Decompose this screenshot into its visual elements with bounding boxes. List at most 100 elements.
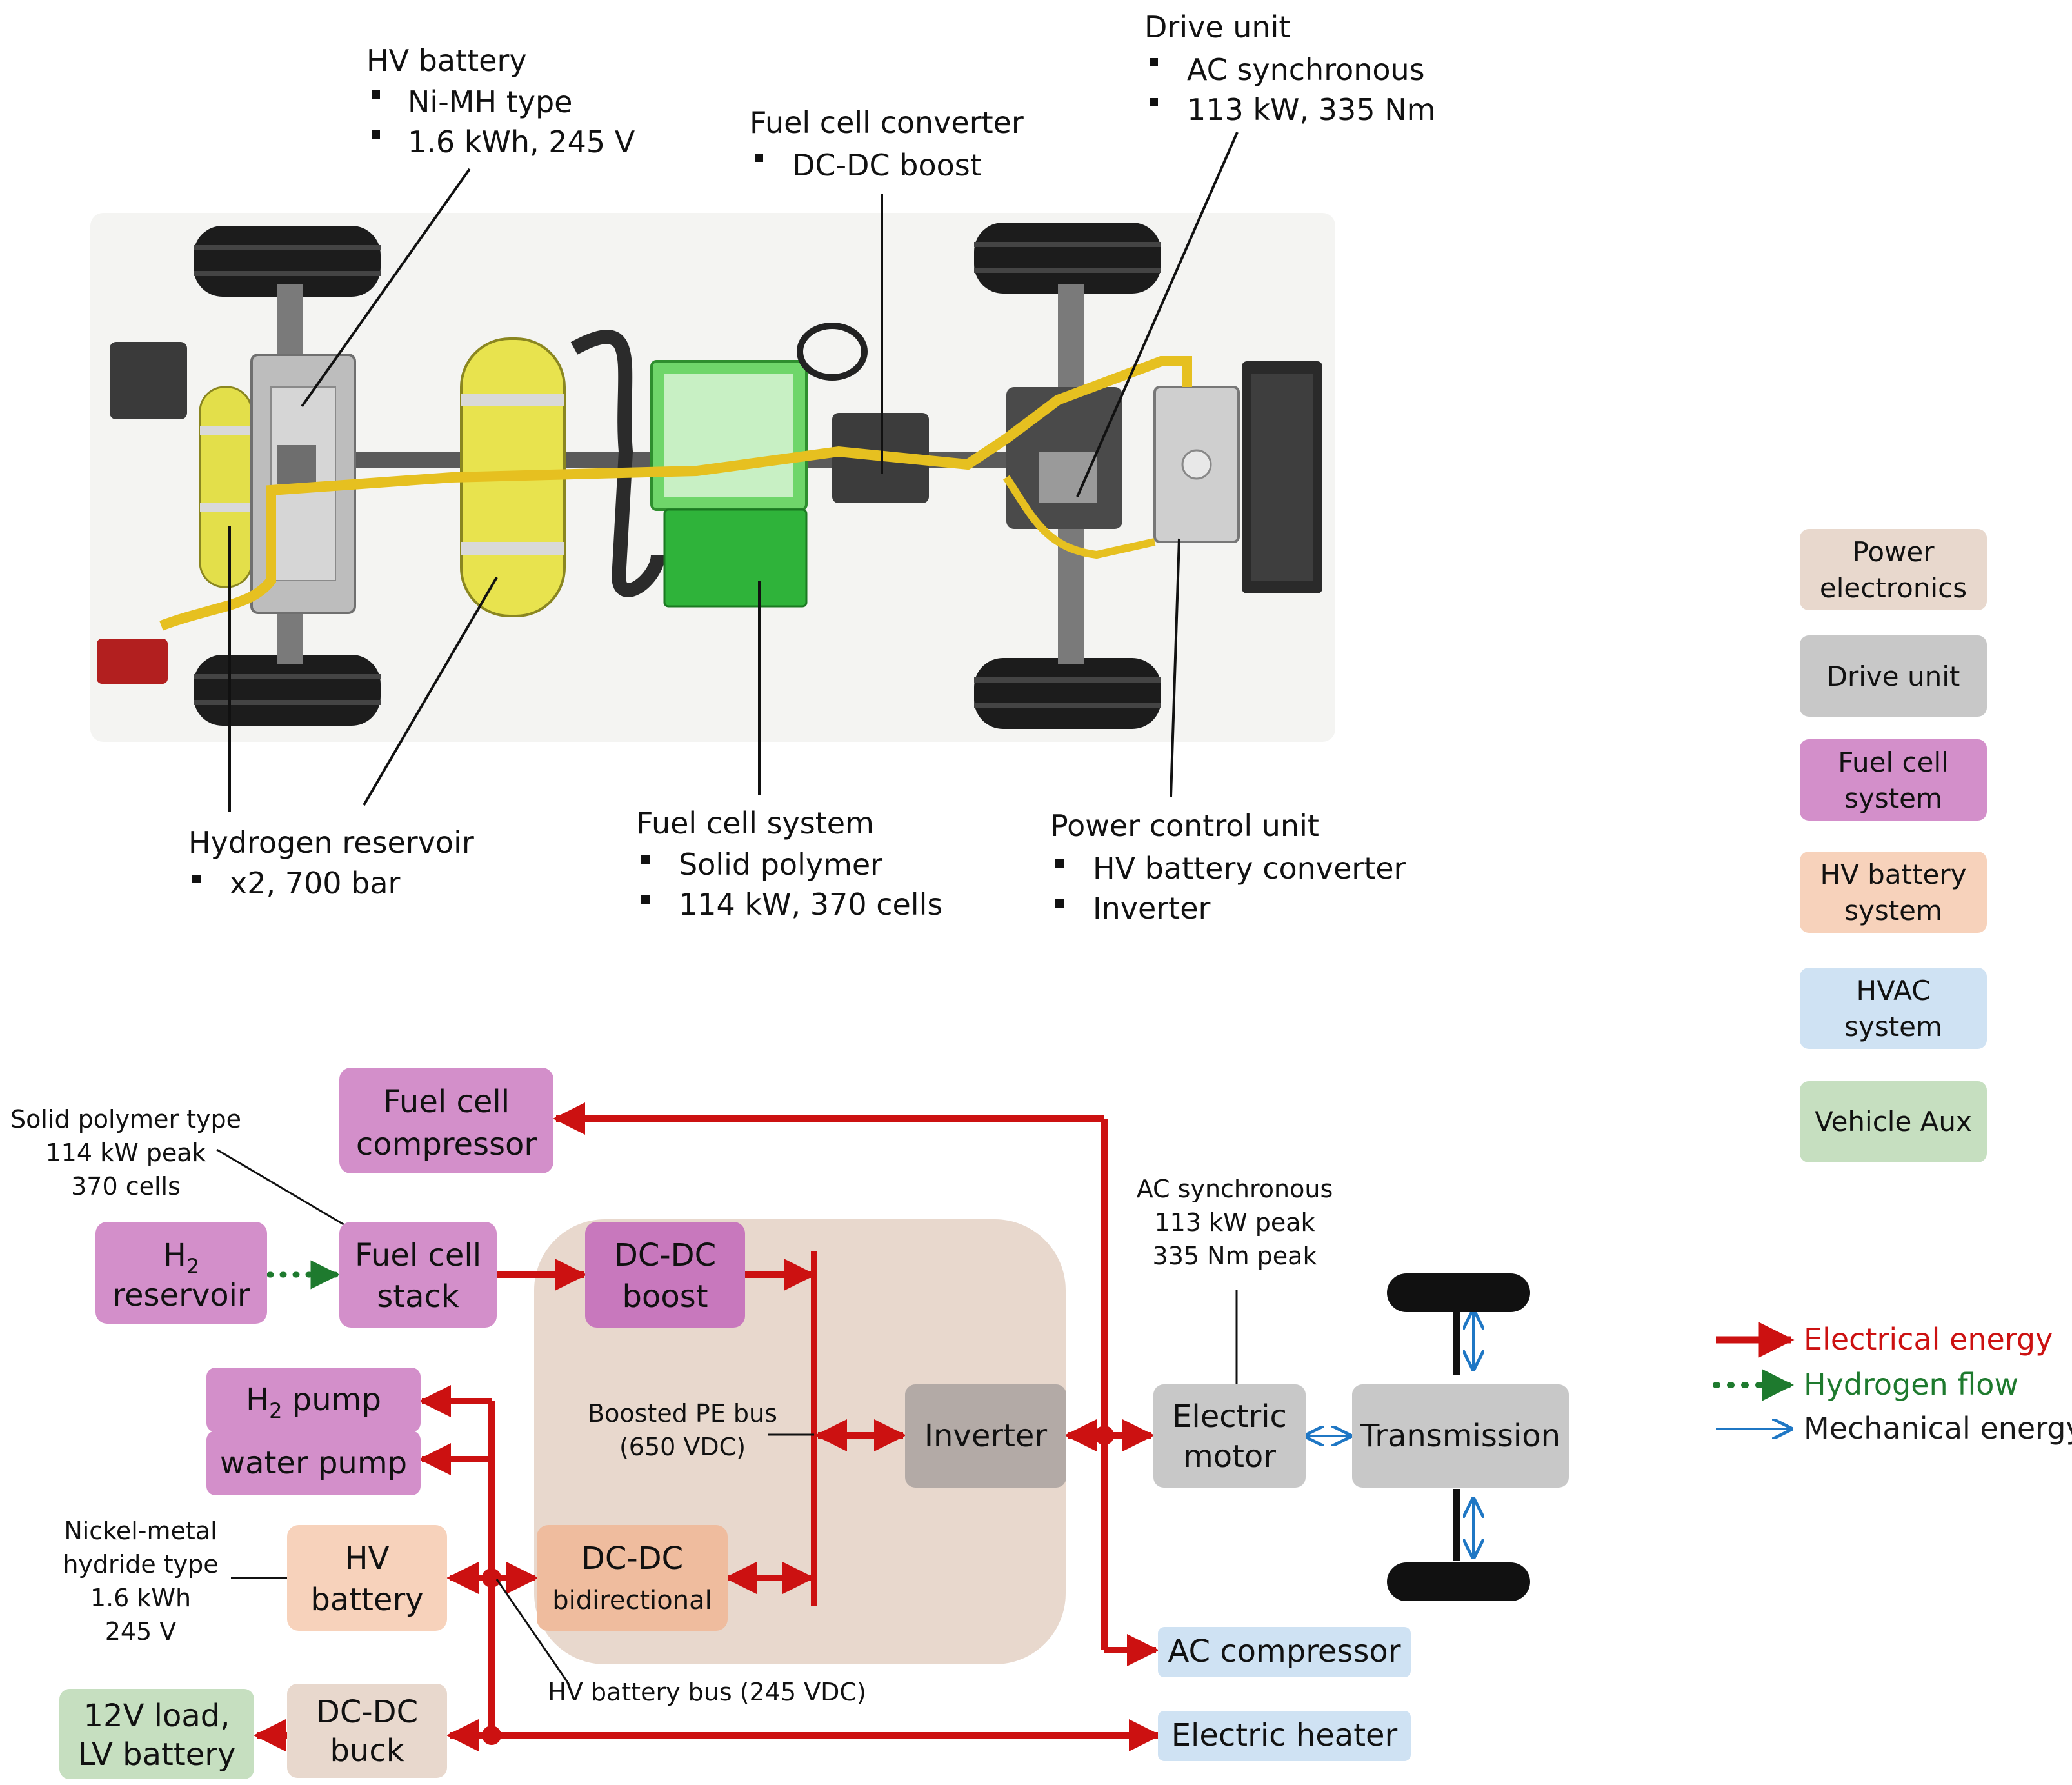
annotation-hv-bus: HV battery bus (245 VDC) (548, 1678, 866, 1706)
annotation-text: AC synchronous (1137, 1175, 1333, 1203)
legend-label: Hydrogen flow (1804, 1367, 2018, 1402)
annotation-text: Nickel-metal (64, 1517, 217, 1545)
fuel-cell-stack-unit (650, 360, 808, 608)
annotation-text: (650 VDC) (619, 1433, 746, 1461)
annotation-text: Boosted PE bus (588, 1399, 777, 1428)
block-label: battery (310, 1582, 423, 1618)
block-label: Inverter (924, 1418, 1048, 1454)
block-label: motor (1183, 1439, 1276, 1475)
bullet-icon (755, 154, 763, 162)
annotation-motor-spec: AC synchronous 113 kW peak 335 Nm peak (1137, 1175, 1333, 1270)
block-fuel-cell-stack: Fuel cell stack (339, 1222, 497, 1328)
block-label: Electric heater (1171, 1717, 1398, 1753)
rear-wheel-icon (1387, 1562, 1530, 1601)
annotation-text: 335 Nm peak (1153, 1242, 1317, 1270)
callout-bullet: DC-DC boost (792, 148, 982, 183)
annotation-text: 370 cells (71, 1172, 181, 1201)
legend-label: Mechanical energy (1804, 1411, 2072, 1446)
legend-label: Electrical energy (1804, 1322, 2053, 1357)
annotation-battery-spec: Nickel-metal hydride type 1.6 kWh 245 V (63, 1517, 218, 1646)
wheel-rear-right (194, 655, 381, 726)
bullet-icon (641, 855, 650, 864)
wheel-rear-left (194, 226, 381, 297)
block-label: bidirectional (552, 1586, 712, 1615)
annotation-text: 113 kW peak (1154, 1208, 1315, 1237)
callout-fuel-cell-system: Fuel cell system Solid polymer 114 kW, 3… (636, 806, 942, 922)
bullet-icon (1150, 98, 1158, 106)
callout-bullet: 114 kW, 370 cells (679, 887, 942, 922)
block-electric-motor: Electric motor (1153, 1384, 1306, 1488)
callout-fuel-cell-converter: Fuel cell converter DC-DC boost (750, 105, 1024, 183)
block-label: DC-DC (614, 1237, 716, 1273)
block-dcdc-buck: DC-DC buck (287, 1684, 447, 1778)
callout-power-control-unit: Power control unit HV battery converter … (1050, 808, 1406, 926)
annotation-text: 114 kW peak (45, 1139, 206, 1167)
legend-label: HV battery (1820, 859, 1967, 890)
block-water-pump: water pump (206, 1431, 421, 1495)
electrical-arrows (254, 1102, 1161, 1751)
block-h2-pump: H2 pump (206, 1368, 421, 1432)
block-label: Electric (1172, 1399, 1287, 1435)
block-label: water pump (220, 1445, 407, 1481)
legend-hv-battery-system: HV battery system (1800, 852, 1987, 933)
block-label: HV (345, 1541, 390, 1577)
callout-bullet: HV battery converter (1093, 851, 1406, 886)
block-label: DC-DC (581, 1541, 683, 1577)
block-label: DC-DC (316, 1694, 418, 1730)
annotation-text: 245 V (105, 1617, 177, 1646)
block-label: compressor (356, 1126, 537, 1162)
callout-hydrogen-reservoir: Hydrogen reservoir x2, 700 bar (188, 825, 474, 901)
block-label: H (246, 1382, 269, 1418)
mechanical-arrows (1306, 1311, 1473, 1557)
legend-label: system (1844, 895, 1942, 926)
callout-drive-unit: Drive unit AC synchronous 113 kW, 335 Nm (1144, 10, 1435, 127)
legend-vehicle-aux: Vehicle Aux (1800, 1081, 1987, 1162)
bullet-icon (192, 875, 201, 883)
callout-bullet: Ni-MH type (408, 85, 572, 119)
block-inverter: Inverter (905, 1384, 1066, 1488)
bullet-icon (372, 130, 380, 139)
block-label: reservoir (112, 1277, 250, 1313)
front-wheel-icon (1387, 1273, 1530, 1312)
callout-title: Drive unit (1144, 10, 1290, 45)
legend-label: electronics (1820, 572, 1967, 604)
power-control-unit (1153, 386, 1240, 543)
annotation-leaders (216, 1148, 1238, 1683)
legend-label: Vehicle Aux (1815, 1106, 1972, 1137)
callout-title: HV battery (366, 43, 527, 78)
block-transmission: Transmission (1352, 1384, 1569, 1488)
callout-bullet: 1.6 kWh, 245 V (408, 125, 635, 159)
callout-leaders (228, 132, 1239, 812)
block-label: Fuel cell (355, 1237, 481, 1273)
wheel-front-left (974, 223, 1161, 294)
subscript-label: 2 (269, 1399, 282, 1423)
callout-bullet: Solid polymer (679, 847, 882, 882)
svg-text:H2: H2 (163, 1237, 199, 1279)
bullet-icon (1055, 859, 1064, 868)
annotation-text: 1.6 kWh (90, 1584, 191, 1612)
bullet-icon (1150, 58, 1158, 66)
legend-label: system (1844, 1011, 1942, 1042)
bullet-icon (641, 895, 650, 904)
legend-power-electronics: Power electronics (1800, 529, 1987, 610)
callout-title: Power control unit (1050, 808, 1319, 843)
bullet-icon (372, 90, 380, 99)
svg-text:H2 pump: H2 pump (246, 1382, 381, 1423)
drivetrain-wheels (1387, 1273, 1530, 1601)
legend-label: Drive unit (1827, 661, 1960, 692)
annotation-text: Solid polymer type (10, 1105, 241, 1133)
subscript-label: 2 (186, 1254, 199, 1279)
annotation-fc-stack-spec: Solid polymer type 114 kW peak 370 cells (10, 1105, 241, 1201)
category-legend: Power electronics Drive unit Fuel cell s… (1800, 529, 1987, 1162)
block-label: H (163, 1237, 186, 1273)
chassis-illustration (90, 213, 1335, 742)
bullet-icon (1055, 899, 1064, 908)
callout-title: Hydrogen reservoir (188, 825, 474, 860)
callout-title: Fuel cell converter (750, 105, 1024, 140)
callout-bullet: AC synchronous (1187, 52, 1425, 87)
block-hv-battery: HV battery (287, 1525, 447, 1631)
flow-legend: Electrical energy Hydrogen flow Mechanic… (1713, 1322, 2072, 1446)
callout-hv-battery: HV battery Ni-MH type 1.6 kWh, 245 V (366, 43, 635, 159)
hydrogen-tank-small (199, 386, 253, 588)
legend-fuel-cell-system: Fuel cell system (1800, 739, 1987, 821)
